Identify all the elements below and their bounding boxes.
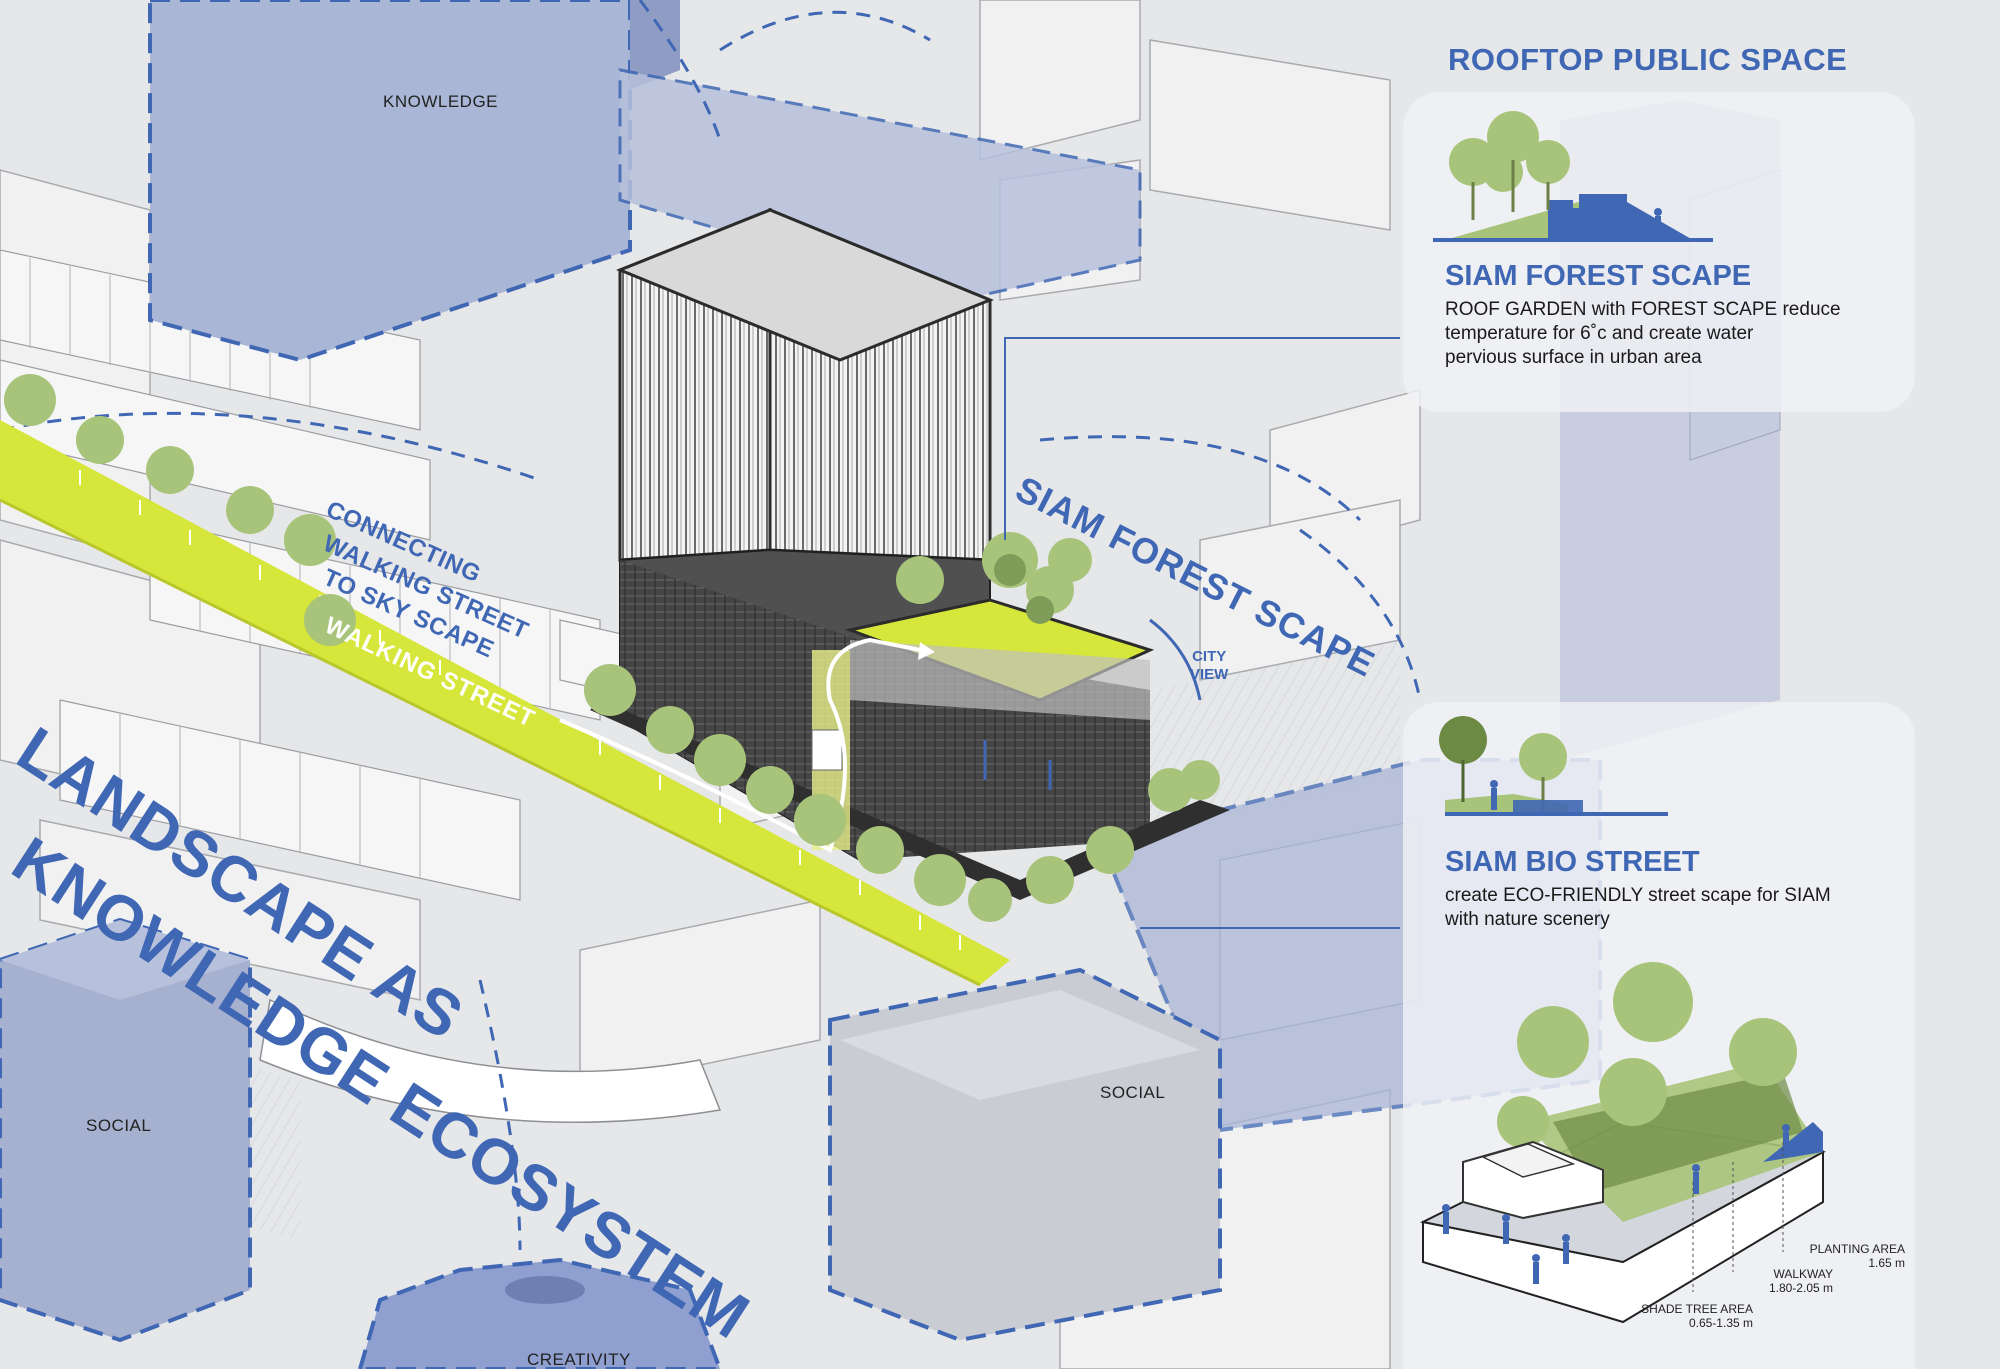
bio-desc-line1: create ECO-FRIENDLY street scape for SIA… [1445, 885, 1831, 906]
walkway-value: 1.80-2.05 m [1768, 1281, 1833, 1295]
walkway-label: WALKWAY [1773, 1267, 1833, 1281]
zone-label-creativity: CREATIVITY [527, 1350, 631, 1369]
forest-desc-line1: ROOF GARDEN with FOREST SCAPE reduce [1445, 299, 1841, 320]
shade-tree-value: 0.65-1.35 m [1688, 1316, 1753, 1330]
bio-street-illustration [1419, 716, 1827, 1324]
walkway-dimension: WALKWAY 1.80-2.05 m [1703, 1267, 1833, 1295]
shade-tree-label: SHADE TREE AREA [1641, 1302, 1753, 1316]
zone-label-knowledge: KNOWLEDGE [383, 92, 499, 111]
zone-label-social-center: SOCIAL [1100, 1083, 1166, 1102]
forest-scape-card: SIAM FOREST SCAPE ROOF GARDEN with FORES… [1403, 92, 1915, 412]
bio-desc-line2: with nature scenery [1445, 909, 1610, 930]
bio-card-description: create ECO-FRIENDLY street scape for SIA… [1445, 884, 1831, 932]
zone-label-social-left: SOCIAL [86, 1116, 152, 1135]
forest-desc-line2: temperature for 6˚c and create water [1445, 323, 1754, 344]
city-view-line2: VIEW [1190, 666, 1229, 683]
bio-street-card: SIAM BIO STREET create ECO-FRIENDLY stre… [1403, 702, 1915, 1369]
planting-area-value: 1.65 m [1868, 1256, 1905, 1270]
city-view-line1: CITY [1192, 648, 1227, 665]
shade-tree-dimension: SHADE TREE AREA 0.65-1.35 m [1603, 1302, 1753, 1330]
city-view-label: CITY VIEW [1190, 648, 1228, 684]
forest-desc-line3: pervious surface in urban area [1445, 347, 1702, 368]
forest-card-description: ROOF GARDEN with FOREST SCAPE reduce tem… [1445, 298, 1841, 370]
bio-card-title: SIAM BIO STREET [1445, 846, 1700, 878]
forest-card-title: SIAM FOREST SCAPE [1445, 260, 1752, 292]
planting-area-label: PLANTING AREA [1809, 1242, 1905, 1256]
forest-scape-illustration [1433, 111, 1713, 242]
rooftop-public-space-title: ROOFTOP PUBLIC SPACE [1448, 42, 1848, 77]
planting-area-dimension: PLANTING AREA 1.65 m [1775, 1242, 1905, 1270]
